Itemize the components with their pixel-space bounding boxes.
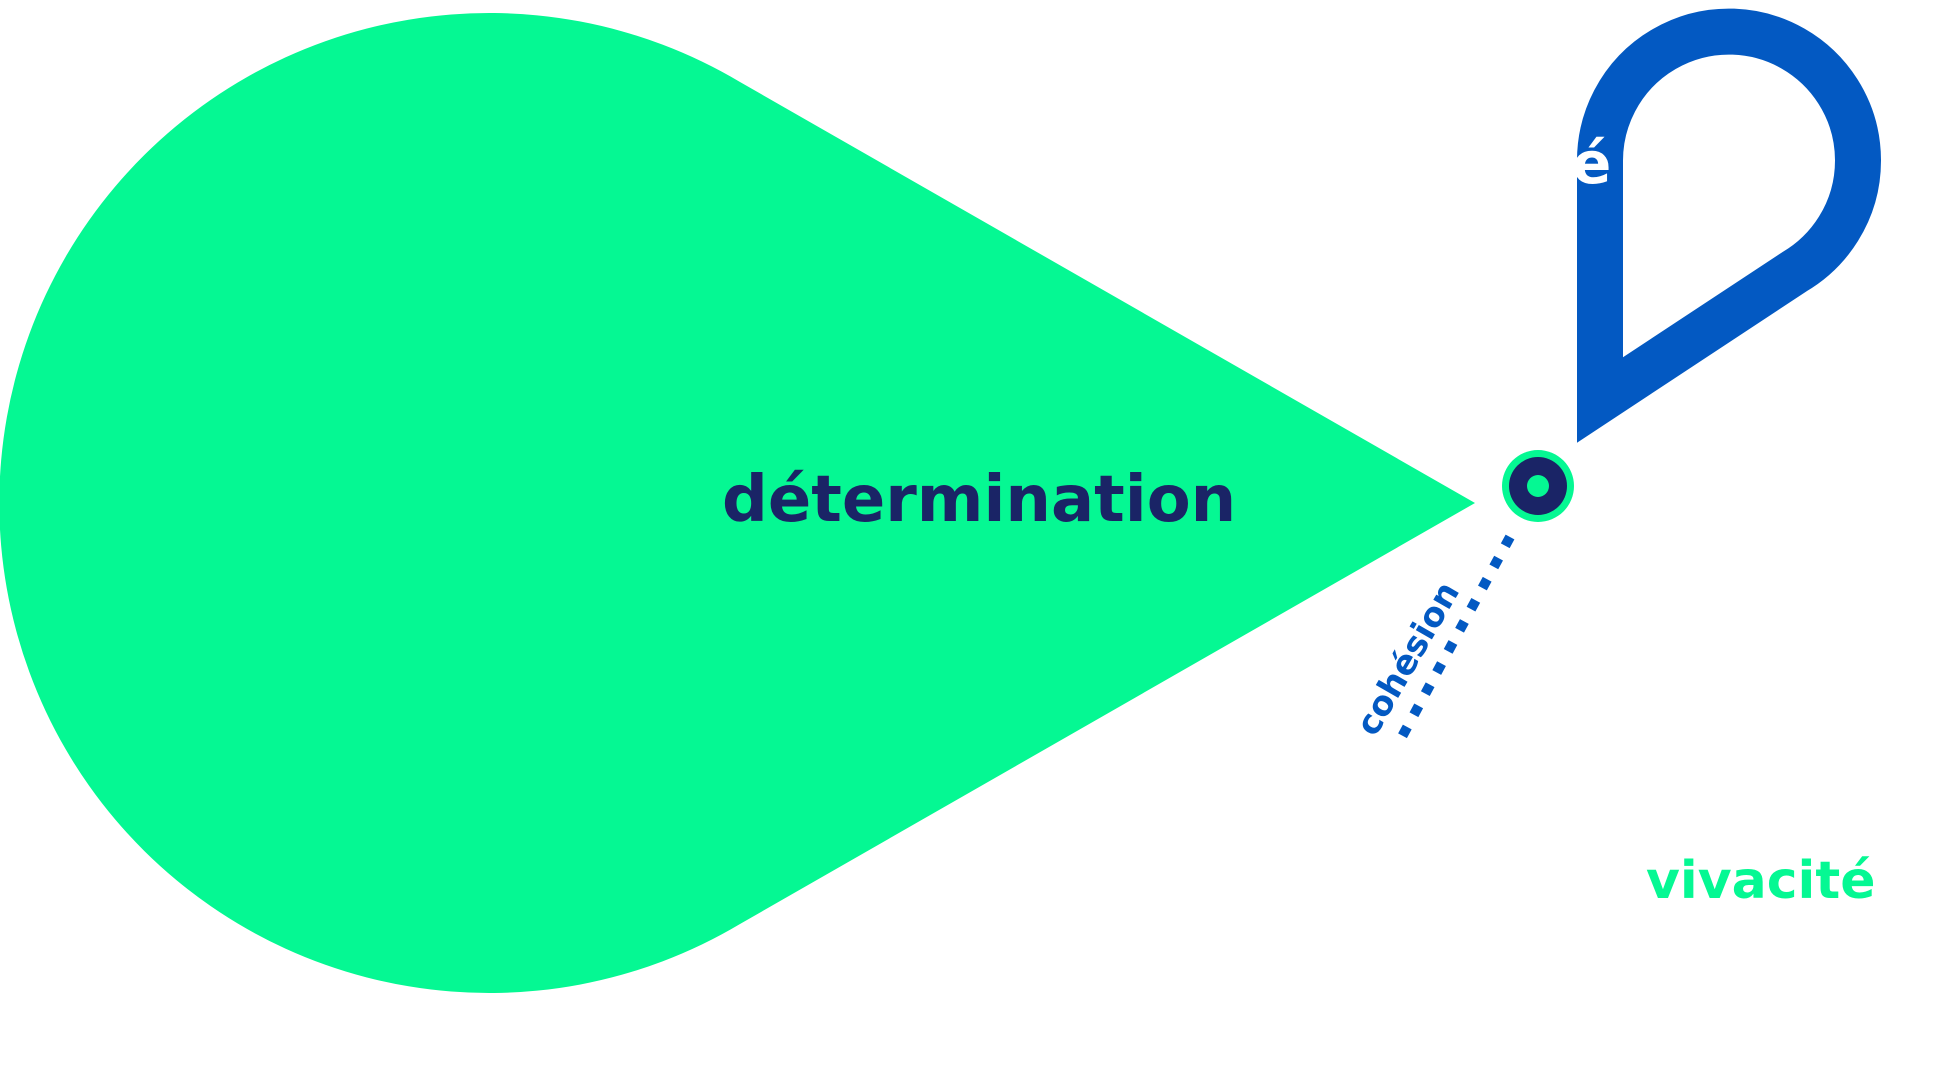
bottom-right-label: vivacité	[1646, 851, 1875, 911]
dotted-connector-line	[1392, 534, 1515, 749]
blue-teardrop-outline	[1576, 8, 1881, 443]
partial-hidden-label: é	[1572, 129, 1611, 197]
main-label: détermination	[722, 463, 1236, 537]
hub-center-dot	[1527, 475, 1549, 497]
green-teardrop-shape	[0, 13, 1475, 993]
dotted-label: cohésion	[1348, 575, 1468, 742]
